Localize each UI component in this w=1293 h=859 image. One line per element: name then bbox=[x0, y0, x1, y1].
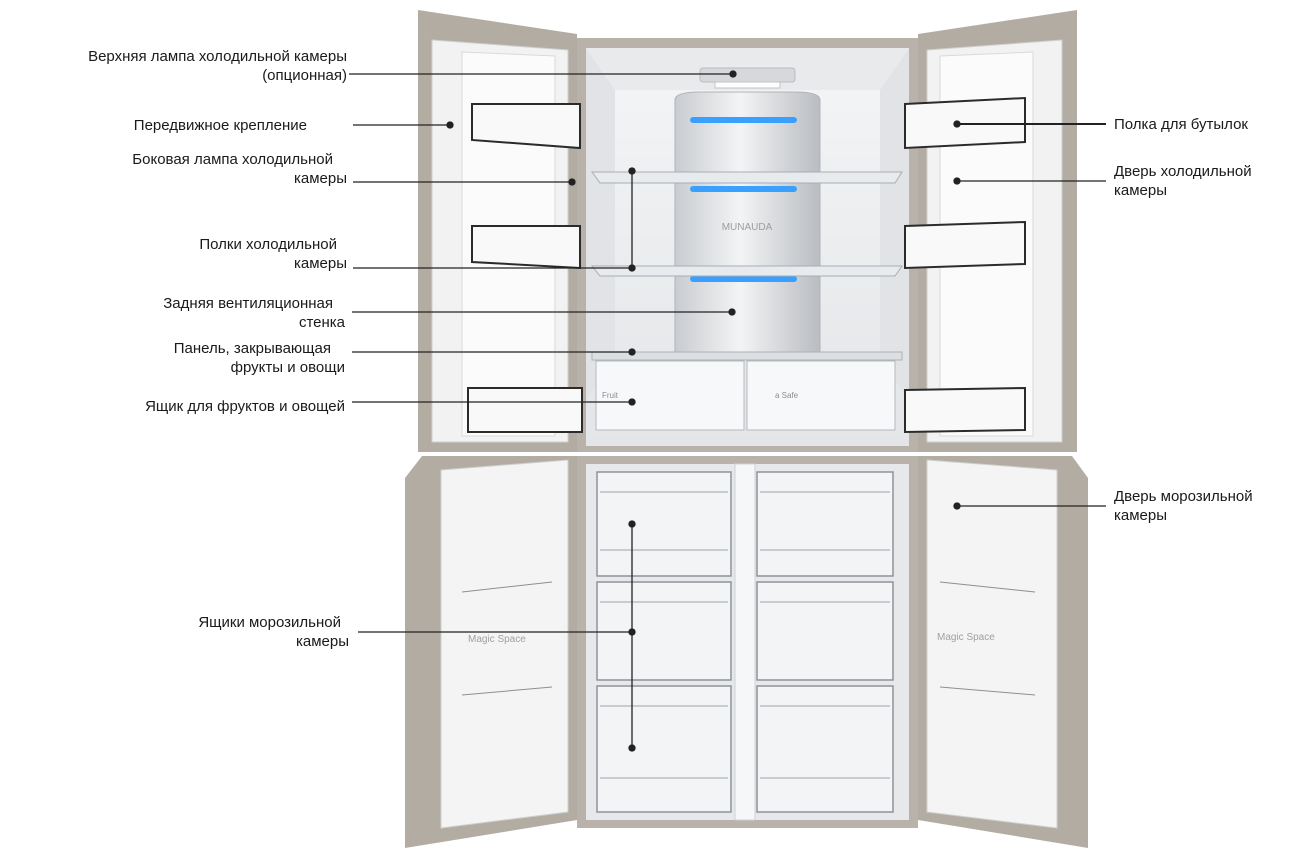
label-bottle-shelf: Полка для бутылок bbox=[1114, 116, 1248, 133]
label-freezer-drawers: Ящики морозильной камеры bbox=[198, 614, 349, 650]
label-shelves: Полки холодильной камеры bbox=[199, 236, 347, 272]
freezer-door-right: Magic Space bbox=[918, 456, 1088, 848]
label-crisper-drawer: Ящик для фруктов и овощей bbox=[145, 398, 345, 415]
crisper-right-text: a Safe bbox=[775, 391, 799, 400]
label-crisper-cover: Панель, закрывающая фрукты и овощи bbox=[173, 340, 345, 376]
label-fridge-door: Дверь холодильной камеры bbox=[1114, 163, 1252, 199]
fridge-door-bins bbox=[467, 96, 1026, 434]
magic-space-right: Magic Space bbox=[937, 632, 995, 643]
label-top-lamp: Верхняя лампа холодильной камеры (опцион… bbox=[88, 48, 347, 84]
freezer-cabinet bbox=[577, 456, 918, 828]
magic-space-left: Magic Space bbox=[468, 634, 526, 645]
label-rear-vent-wall: Задняя вентиляционная стенка bbox=[163, 295, 345, 331]
freezer-door-left: Magic Space bbox=[405, 456, 577, 848]
label-side-lamp: Боковая лампа холодильной камеры bbox=[132, 151, 347, 187]
leader-lines bbox=[349, 70, 1106, 752]
fridge-cabinet: MUNAUDA Fruit a Safe bbox=[577, 38, 918, 452]
crisper-left-text: Fruit bbox=[602, 391, 619, 400]
brand-mark: MUNAUDA bbox=[722, 222, 773, 233]
label-freezer-door: Дверь морозильной камеры bbox=[1114, 488, 1253, 524]
label-movable-mount: Передвижное крепление bbox=[133, 117, 307, 134]
